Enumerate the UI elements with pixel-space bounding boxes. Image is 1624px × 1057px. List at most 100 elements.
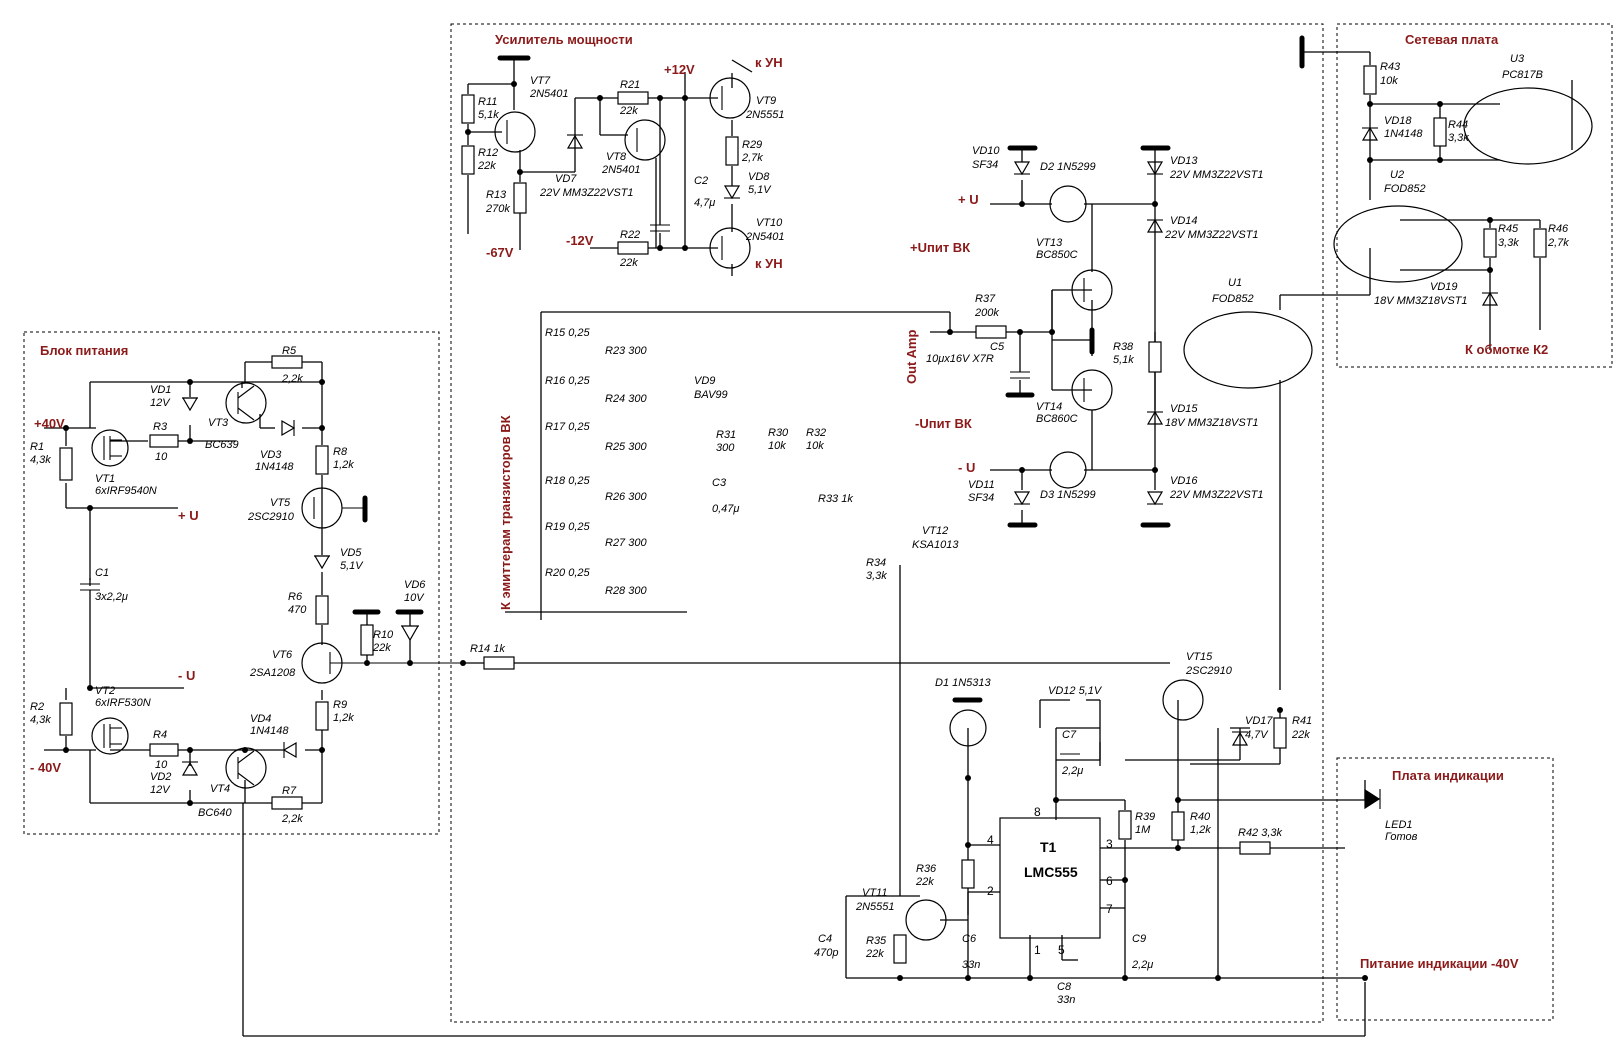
label-vd2-val: 12V [150,784,171,796]
label-r44-ref: R44 [1448,119,1468,131]
label-r34-ref: R34 [866,557,886,569]
net-upit-minus: -Uпит ВК [915,416,972,431]
label-r25-txt: R25 300 [605,441,647,453]
label-vt11-ref: VT11 [862,887,887,899]
net-k-un-top: к УН [755,55,783,70]
label-vt7-ref: VT7 [530,75,551,87]
pin-5: 5 [1058,943,1065,957]
label-r30-ref: R30 [768,427,789,439]
label-vt2-val: 6xIRF530N [95,697,151,709]
pin-2: 2 [987,884,994,898]
label-vd17-val: 4,7V [1245,729,1269,741]
label-r2-ref: R2 [30,701,44,713]
net-p12v: +12V [664,62,695,77]
label-vd13-ref: VD13 [1170,155,1198,167]
label-vd9-ref: VD9 [694,375,715,387]
label-r15-txt: R15 0,25 [545,327,591,339]
label-r21-val: 22k [619,105,638,117]
label-vd2-ref: VD2 [150,771,171,783]
label-vt6-ref: VT6 [272,649,293,661]
label-led1-val: Готов [1385,831,1418,843]
label-r46-val: 2,7k [1547,237,1569,249]
component-labels: R14,3kR24,3kR310R410R52,2kR6470R72,2kR81… [30,53,1569,1006]
label-r2-val: 4,3k [30,714,51,726]
label-vd4-val: 1N4148 [250,725,289,737]
label-c1-ref: C1 [95,567,109,579]
label-vt5-ref: VT5 [270,497,291,509]
label-vd8-ref: VD8 [748,171,770,183]
label-vd7-ref: VD7 [555,173,577,185]
label-vt12-val: KSA1013 [912,539,959,551]
label-u1-ref: U1 [1228,277,1242,289]
label-r9-val: 1,2k [333,712,354,724]
label-r1-ref: R1 [30,441,44,453]
label-r10-ref: R10 [373,629,394,641]
label-r6-ref: R6 [288,591,303,603]
label-d2-txt: D2 1N5299 [1040,161,1096,173]
label-r12-val: 22k [477,160,496,172]
label-r23-txt: R23 300 [605,345,647,357]
label-r7-ref: R7 [282,785,297,797]
label-r43-val: 10k [1380,75,1398,87]
label-c7-ref: C7 [1062,729,1077,741]
label-vd6-ref: VD6 [404,579,426,591]
label-vt11-val: 2N5551 [855,901,895,913]
net-out-amp: Out Amp [904,330,919,384]
net-plus-u2: + U [958,192,979,207]
label-c7-val: 2,2μ [1061,765,1083,777]
label-vt13-ref: VT13 [1036,237,1063,249]
label-vt3-val: BC639 [205,439,239,451]
net-minus-u2: - U [958,460,975,475]
label-vd5-ref: VD5 [340,547,362,559]
power-amp-supply-circuit [461,55,753,276]
net-m12v: -12V [566,233,594,248]
label-r33-txt: R33 1k [818,493,853,505]
label-r10-val: 22k [372,642,391,654]
label-c8-val: 33n [1057,994,1075,1006]
label-vt10-ref: VT10 [756,217,783,229]
label-vt4-val: BC640 [198,807,233,819]
pin-1: 1 [1034,943,1041,957]
section-boxes [23,23,1613,1023]
label-vd19-ref: VD19 [1430,281,1458,293]
label-r21-ref: R21 [620,79,640,91]
label-r1-val: 4,3k [30,454,51,466]
label-vd10-ref: VD10 [972,145,1000,157]
label-r44-val: 3,3k [1448,132,1469,144]
label-vd12-txt: VD12 5,1V [1048,685,1103,697]
u1-optocoupler [1183,311,1313,389]
label-r28-txt: R28 300 [605,585,647,597]
label-r31-ref: R31 [716,429,736,441]
label-r45-ref: R45 [1498,223,1519,235]
label-r34-val: 3,3k [866,570,887,582]
label-vd15-val: 18V MM3Z18VST1 [1165,417,1259,429]
label-r32-ref: R32 [806,427,826,439]
label-r39-ref: R39 [1135,811,1155,823]
label-vd1-ref: VD1 [150,384,171,396]
net-p40v: +40V [34,416,65,431]
label-r37-val: 200k [974,307,999,319]
label-vd15-ref: VD15 [1170,403,1198,415]
label-vd18-ref: VD18 [1384,115,1412,127]
power-supply-box [23,331,440,835]
label-r19-txt: R19 0,25 [545,521,591,533]
indicator-board-box [1336,757,1554,1021]
pin-3: 3 [1106,837,1113,851]
label-r4-val: 10 [155,759,168,771]
pin-8: 8 [1034,805,1041,819]
label-vt5-val: 2SC2910 [247,511,295,523]
label-vd5-val: 5,1V [340,560,364,572]
label-r5-val: 2,2k [281,373,303,385]
section-titles: Блок питания Усилитель мощности Сетевая … [40,32,1504,783]
label-d1-txt: D1 1N5313 [935,677,992,689]
label-r29-ref: R29 [742,139,762,151]
label-vd17-ref: VD17 [1245,715,1273,727]
label-vt3-ref: VT3 [208,417,229,429]
net-minus-u: - U [178,668,195,683]
label-vd8-val: 5,1V [748,184,772,196]
label-vt4-ref: VT4 [210,783,230,795]
label-r12-ref: R12 [478,147,498,159]
label-r29-val: 2,7k [741,152,763,164]
net-ind-power: Питание индикации -40V [1360,956,1519,971]
